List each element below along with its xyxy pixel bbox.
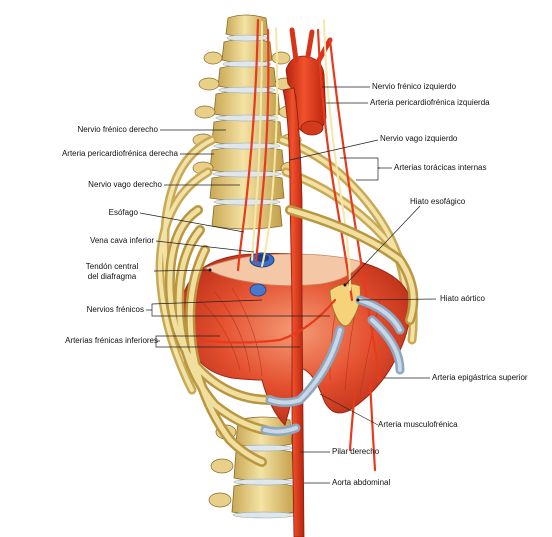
label-hiato-aortico: Hiato aórtico: [440, 294, 485, 304]
label-nervios-frenicos: Nervios frénicos: [87, 305, 144, 315]
label-nervio-vago-izquierdo: Nervio vago izquierdo: [380, 134, 457, 144]
label-nervio-vago-derecho: Nervio vago derecho: [88, 180, 162, 190]
label-arterias-frenicas-inferiores: Arterias frénicas inferiores: [65, 336, 158, 346]
label-pilar-derecho: Pilar derecho: [332, 447, 379, 457]
label-hiato-esofagico: Hiato esofágico: [410, 197, 465, 207]
label-nervio-frenico-derecho: Nervio frénico derecho: [78, 125, 158, 135]
label-vena-cava-inferior: Vena cava inferior: [90, 236, 154, 246]
label-arteria-epigastrica-superior: Arteria epigástrica superior: [432, 373, 528, 383]
label-tendon-central: Tendón central del diafragma: [70, 262, 154, 282]
label-tendon-central-line1: Tendón central: [70, 262, 154, 272]
aorta-cut-end: [301, 121, 323, 135]
label-nervio-frenico-izquierdo: Nervio frénico izquierdo: [372, 82, 456, 92]
label-aorta-abdominal: Aorta abdominal: [332, 478, 390, 488]
label-arteria-pericardiofrenica-izquierda: Arteria pericardiofrénica izquierda: [370, 98, 490, 108]
label-arteria-pericardiofrenica-derecha: Arteria pericardiofrénica derecha: [62, 149, 178, 159]
label-arteria-musculofrenica: Arteria musculofrénica: [378, 420, 458, 430]
label-arterias-toracicas-internas: Arterias torácicas internas: [394, 163, 486, 173]
label-tendon-central-line2: del diafragma: [70, 272, 154, 282]
aortic-hiatus-vessel: [250, 284, 266, 296]
label-esofago: Esófago: [109, 208, 138, 218]
